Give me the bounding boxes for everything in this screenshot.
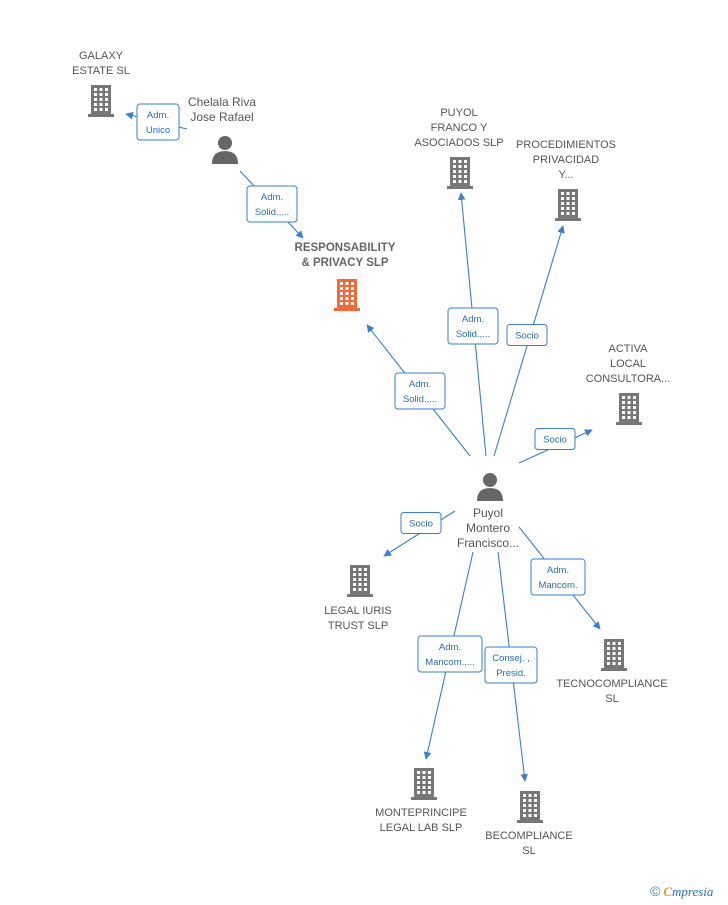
node-label-line: TECNOCOMPLIANCE (556, 678, 667, 690)
node-label-line: MONTEPRINCIPE (375, 807, 467, 819)
edge-label-text: Adm. (261, 192, 283, 203)
person-icon (212, 136, 238, 164)
edge-label-box (506, 324, 548, 346)
node-label-line: ACTIVA (609, 343, 649, 355)
edge-label-text: Consej. , (492, 653, 530, 664)
node-label-line: BECOMPLIANCE (485, 830, 572, 842)
node-activa[interactable]: ACTIVA LOCAL CONSULTORA... (586, 343, 671, 425)
edge-label-text: Socio (543, 435, 567, 446)
person-icon (477, 473, 503, 501)
edge-label-text: Mancom. (538, 580, 577, 591)
node-label-line: Jose Rafael (190, 110, 253, 124)
edge-label-text: Unico (146, 125, 170, 136)
node-label-line: RESPONSABILITY (295, 242, 396, 254)
building-icon (347, 565, 373, 597)
edge-label-text: Solid.,... (403, 394, 437, 405)
edge-label-box (417, 635, 483, 673)
edge-label-text: Adm. (409, 379, 431, 390)
edge-label-text: Solid.,... (255, 207, 289, 218)
node-label-line: SL (605, 693, 618, 705)
node-monteprincipe[interactable]: MONTEPRINCIPE LEGAL LAB SLP (375, 768, 467, 834)
node-label-line: CONSULTORA... (586, 373, 671, 385)
building-icon (334, 279, 360, 311)
edge-labels-layer: Adm.UnicoAdm.Solid.,...Adm.Solid.,...Adm… (136, 103, 586, 684)
edge-label-box (534, 428, 576, 450)
edge-label-puyol_montero-to-responsability[interactable]: Adm. Solid.,... (394, 372, 446, 410)
building-icon (411, 768, 437, 800)
edge-label-text: Solid.,... (456, 329, 490, 340)
node-label-line: LEGAL IURIS (324, 605, 391, 617)
node-label-line: & PRIVACY SLP (301, 257, 388, 269)
brand-name: mpresia (672, 884, 714, 899)
node-label-line: LEGAL LAB SLP (380, 822, 463, 834)
building-icon (517, 791, 543, 823)
edge-label-puyol_montero-to-procedimientos[interactable]: Socio (506, 324, 548, 346)
brand-initial: C (663, 884, 672, 899)
building-icon (601, 639, 627, 671)
edge-label-text: Adm. (439, 642, 461, 653)
edge-label-box (136, 103, 180, 141)
node-tecnocompliance[interactable]: TECNOCOMPLIANCE SL (556, 639, 668, 705)
edge-label-text: Socio (515, 331, 539, 342)
node-label-line: PROCEDIMIENTOS (516, 139, 616, 151)
edge-label-puyol_montero-to-puyol_franco[interactable]: Adm. Solid.,... (447, 307, 499, 345)
edge-label-text: Adm. (147, 110, 169, 121)
node-label-line: ASOCIADOS SLP (414, 137, 503, 149)
edge-label-chelala-to-galaxy[interactable]: Adm. Unico (136, 103, 180, 141)
copyright-symbol: © (650, 883, 661, 899)
node-galaxy[interactable]: GALAXY ESTATE SL (72, 50, 130, 117)
node-label-line: LOCAL (610, 358, 646, 370)
node-label-line: GALAXY (79, 50, 124, 62)
building-icon (555, 189, 581, 221)
edge-label-puyol_montero-to-tecnocompliance[interactable]: Adm. Mancom. (530, 558, 586, 596)
edge-label-text: Adm. (462, 314, 484, 325)
node-puyol_montero[interactable]: PuyolMonteroFrancisco... (457, 473, 519, 550)
node-label-line: PUYOL (440, 107, 477, 119)
building-icon (616, 393, 642, 425)
edge-label-text: Presid. (496, 668, 526, 679)
node-label-line: Francisco... (457, 536, 519, 550)
node-label-line: ESTATE SL (72, 65, 130, 77)
edge-label-box (394, 372, 446, 410)
edge-label-box (246, 185, 298, 223)
edge-label-chelala-to-responsability[interactable]: Adm. Solid.,... (246, 185, 298, 223)
node-puyol_franco[interactable]: PUYOL FRANCO Y ASOCIADOS SLP (414, 107, 504, 189)
node-label-line: Puyol (473, 506, 503, 520)
edge-label-box (484, 646, 538, 684)
node-label-line: TRUST SLP (328, 620, 388, 632)
node-label-line: FRANCO Y (431, 122, 488, 134)
node-label-line: SL (522, 845, 535, 857)
node-label-line: Montero (466, 521, 510, 535)
edge-label-box (400, 512, 442, 534)
building-icon (447, 157, 473, 189)
edge-label-box (447, 307, 499, 345)
footer-brand[interactable]: ©Cmpresia (650, 883, 713, 900)
edge-label-puyol_montero-to-activa[interactable]: Socio (534, 428, 576, 450)
node-label-line: Y... (558, 169, 573, 181)
node-becompliance[interactable]: BECOMPLIANCE SL (485, 791, 573, 857)
edge-label-puyol_montero-to-legal_iuris[interactable]: Socio (400, 512, 442, 534)
edge-label-puyol_montero-to-monteprincipe[interactable]: Adm. Mancom.,... (417, 635, 483, 673)
edge-label-text: Adm. (547, 565, 569, 576)
node-label-line: Chelala Riva (188, 95, 256, 109)
node-responsability[interactable]: RESPONSABILITY & PRIVACY SLP (295, 242, 396, 311)
edge-label-text: Socio (409, 519, 433, 530)
edge-label-box (530, 558, 586, 596)
node-label-line: PRIVACIDAD (533, 154, 599, 166)
building-icon (88, 85, 114, 117)
node-legal_iuris[interactable]: LEGAL IURIS TRUST SLP (324, 565, 392, 632)
edge-label-text: Mancom.,... (425, 657, 475, 668)
node-procedimientos[interactable]: PROCEDIMIENTOS PRIVACIDAD Y... (516, 139, 616, 221)
edge-label-puyol_montero-to-becompliance[interactable]: Consej. , Presid. (484, 646, 538, 684)
